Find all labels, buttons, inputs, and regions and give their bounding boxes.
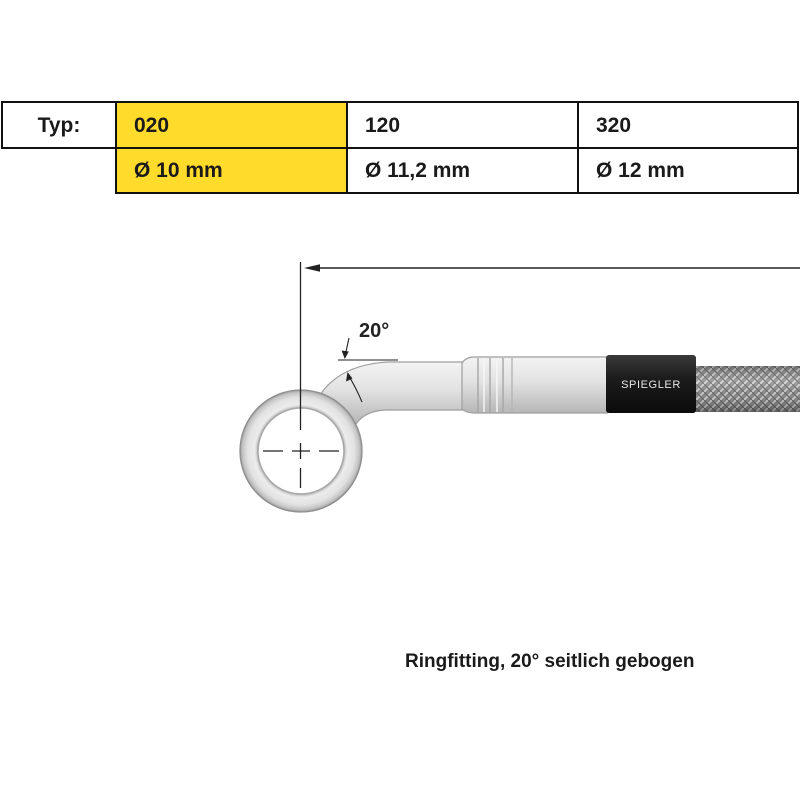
diameter-120: Ø 11,2 mm	[346, 147, 579, 194]
angle-arrowhead-bottom	[346, 372, 353, 382]
angle-label: 20°	[359, 320, 389, 342]
type-header-label: Typ:	[1, 101, 117, 149]
angle-arc-arrow	[349, 377, 363, 403]
collar-grooves	[477, 358, 513, 412]
type-code-120: 120	[346, 101, 579, 149]
ring-fitting-drawing: SPIEGLER 20°	[239, 262, 800, 513]
type-code-320: 320	[577, 101, 799, 149]
type-code-020: 020	[115, 101, 348, 149]
diameter-020: Ø 10 mm	[115, 147, 348, 194]
braided-hose-shade	[694, 366, 800, 412]
angle-arrowhead-top	[341, 350, 349, 359]
brand-label: SPIEGLER	[621, 379, 681, 391]
fitting-collar	[461, 356, 608, 414]
figure-caption: Ringfitting, 20° seitlich gebogen	[405, 651, 695, 672]
center-crosshair	[263, 262, 339, 488]
brand-sleeve	[606, 355, 696, 413]
diameter-320: Ø 12 mm	[577, 147, 799, 194]
dimension-arrowhead	[304, 264, 320, 272]
